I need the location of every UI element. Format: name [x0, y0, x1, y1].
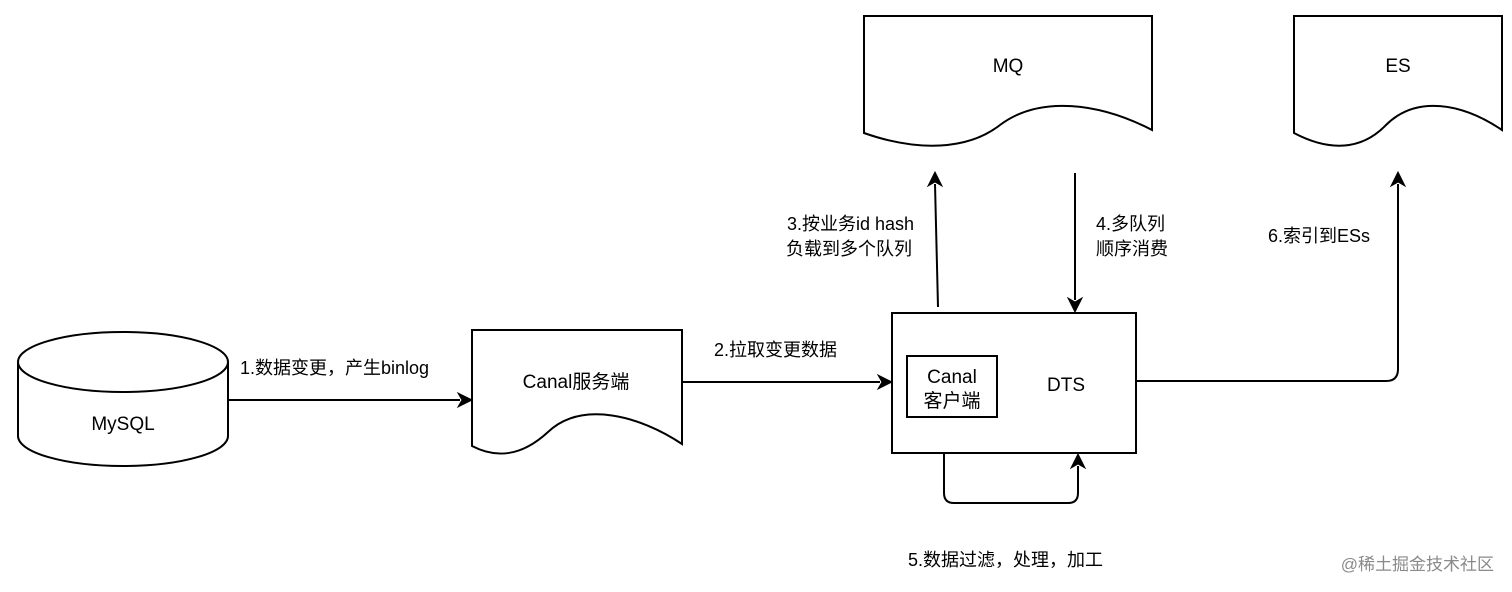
- watermark-text: @稀土掘金技术社区: [1341, 555, 1494, 574]
- edge-1-label: 1.数据变更，产生binlog: [240, 358, 429, 378]
- dts-label: DTS: [1047, 375, 1085, 396]
- mq-document: [863, 15, 1153, 147]
- edge-dts-to-mq: 3.按业务id hash 负载到多个队列: [786, 170, 944, 308]
- edge-3-line: [934, 183, 939, 308]
- edge-1-arrowhead: [456, 391, 474, 409]
- canal-client-node: Canal 客户端: [906, 355, 998, 418]
- mq-node: MQ: [863, 15, 1153, 147]
- edge-4-label-line1: 4.多队列: [1096, 214, 1165, 234]
- edge-4-arrowhead: [1066, 296, 1084, 314]
- edge-2-label: 2.拉取变更数据: [714, 340, 837, 360]
- edge-dts-self-loop: 5.数据过滤，处理，加工: [908, 452, 1103, 570]
- edge-5-label: 5.数据过滤，处理，加工: [908, 550, 1103, 570]
- edge-4-label-line2: 顺序消费: [1096, 239, 1168, 259]
- edge-3-arrowhead: [926, 170, 944, 188]
- edge-3-label-line2: 负载到多个队列: [786, 239, 912, 259]
- mq-label: MQ: [993, 56, 1024, 77]
- es-node: ES: [1293, 15, 1503, 147]
- edge-mysql-to-canal-server: 1.数据变更，产生binlog: [228, 358, 474, 409]
- es-label: ES: [1385, 56, 1410, 77]
- edge-2-arrowhead: [876, 373, 894, 391]
- canal-server-node: Canal服务端: [471, 329, 683, 455]
- edge-canal-server-to-dts: 2.拉取变更数据: [682, 340, 894, 391]
- edge-dts-to-es: 6.索引到ESs: [1136, 170, 1407, 382]
- canal-server-label: Canal服务端: [523, 371, 630, 393]
- canal-client-label-line1: Canal: [927, 367, 977, 388]
- es-document: [1293, 15, 1503, 147]
- edge-5-line: [943, 454, 1079, 504]
- edge-3-label-line1: 3.按业务id hash: [787, 214, 914, 234]
- mysql-node: MySQL: [17, 331, 229, 467]
- canal-client-box: [906, 355, 998, 418]
- edge-6-line: [1136, 184, 1399, 382]
- edge-5-arrowhead: [1069, 452, 1087, 470]
- edge-6-arrowhead: [1389, 170, 1407, 188]
- canal-server-document: [471, 329, 683, 455]
- edge-mq-to-dts: 4.多队列 顺序消费: [1066, 173, 1168, 314]
- edge-6-label: 6.索引到ESs: [1268, 226, 1370, 246]
- mysql-cylinder-top: [17, 331, 229, 393]
- canal-client-label-line2: 客户端: [923, 390, 980, 412]
- mysql-label: MySQL: [91, 414, 154, 435]
